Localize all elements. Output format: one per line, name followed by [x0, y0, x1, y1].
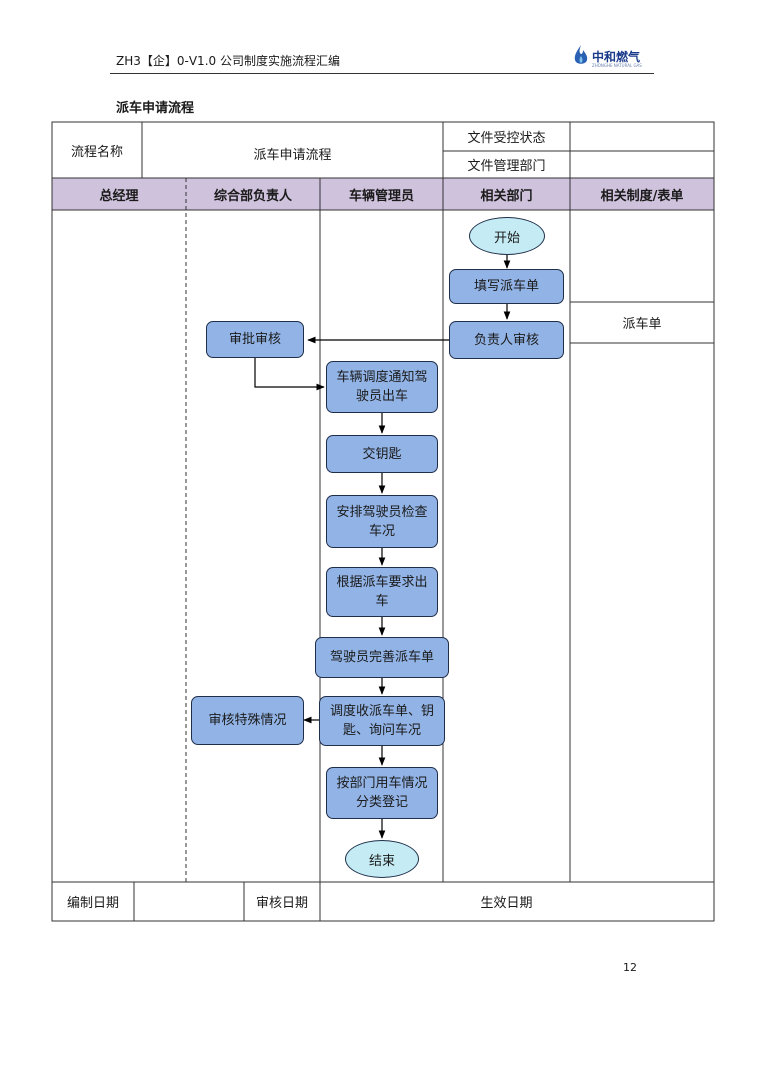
node-depart: 根据派车要求出车: [326, 567, 438, 617]
lane-header-related-forms: 相关制度/表单: [600, 188, 684, 204]
company-logo: 中和燃气 ZHONGHE NATURAL GAS: [572, 44, 662, 70]
node-collect: 调度收派车单、钥匙、询问车况: [319, 696, 445, 746]
process-name-label: 流程名称: [70, 144, 123, 160]
flame-logo-icon: [574, 45, 588, 64]
node-register: 按部门用车情况分类登记: [326, 767, 438, 819]
process-name-value: 派车申请流程: [253, 147, 332, 163]
node-complete-form: 驾驶员完善派车单: [315, 637, 449, 678]
lane-header-admin-head: 综合部负责人: [213, 188, 292, 204]
review-date-label: 审核日期: [255, 896, 308, 911]
node-dispatch-notice: 车辆调度通知驾驶员出车: [326, 361, 438, 413]
mgmt-dept-value: [570, 151, 714, 178]
node-start: 开始: [469, 217, 545, 255]
logo-subtext: ZHONGHE NATURAL GAS: [592, 63, 642, 68]
document-code: ZH3【企】0-V1.0 公司制度实施流程汇编: [116, 54, 340, 68]
logo-text: 中和燃气: [592, 50, 641, 64]
node-approve: 审批审核: [206, 321, 304, 358]
node-fill-form: 填写派车单: [449, 269, 564, 304]
compile-date-label: 编制日期: [66, 896, 119, 911]
node-end: 结束: [345, 840, 419, 878]
lane-header-vehicle-manager: 车辆管理员: [348, 188, 414, 204]
node-check-vehicle: 安排驾驶员检查车况: [326, 495, 438, 548]
effective-date-label: 生效日期: [480, 896, 533, 911]
node-hand-keys: 交钥匙: [326, 435, 438, 473]
control-status-value: [570, 122, 714, 151]
related-form-dispatch-sheet: 派车单: [622, 317, 662, 332]
page-number: 12: [623, 961, 637, 974]
control-status-label: 文件受控状态: [467, 131, 546, 146]
header-rule: [110, 73, 654, 74]
node-dept-review: 负责人审核: [449, 321, 564, 359]
page-title: 派车申请流程: [116, 101, 195, 116]
lane-header-general-manager: 总经理: [99, 188, 139, 204]
mgmt-dept-label: 文件管理部门: [467, 159, 546, 174]
connector-approve-dispatch: [254, 358, 325, 391]
node-special-review: 审核特殊情况: [191, 696, 304, 745]
lane-header-related-dept: 相关部门: [480, 188, 533, 204]
